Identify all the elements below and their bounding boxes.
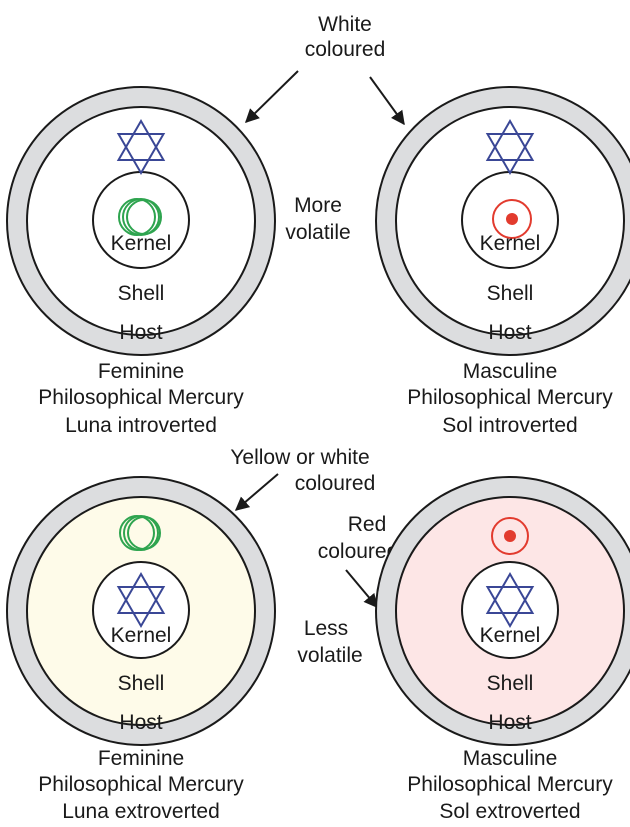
star-of-david-icon <box>485 571 535 629</box>
caption-line-1: Feminine <box>98 360 184 383</box>
host-label: Host <box>488 711 531 734</box>
star-of-david-icon <box>116 571 166 629</box>
luna-crescent-icon <box>119 515 161 551</box>
caption-line-3: Sol extroverted <box>439 800 580 823</box>
caption-line-3: Luna extroverted <box>62 800 220 823</box>
more-volatile-line-1: More <box>294 194 342 217</box>
caption-line-1: Masculine <box>463 360 558 383</box>
caption-line-3: Luna introverted <box>65 414 217 437</box>
host-label: Host <box>488 321 531 344</box>
red-coloured-line-1: Red <box>348 513 387 536</box>
red-coloured-line-2: coloured <box>318 540 399 563</box>
caption-line-2: Philosophical Mercury <box>407 386 613 409</box>
yellow-or-white-line-2: coloured <box>295 472 376 495</box>
kernel-label: Kernel <box>480 624 541 647</box>
shell-label: Shell <box>118 672 165 695</box>
white-coloured-arrow-left <box>245 70 299 123</box>
less-volatile-line-1: Less <box>304 617 348 640</box>
luna-crescent-icon <box>118 198 162 236</box>
caption-line-1: Masculine <box>463 747 558 770</box>
sol-circle-icon <box>491 517 529 555</box>
caption-line-3: Sol introverted <box>442 414 577 437</box>
yellow-or-white-line-1: Yellow or white <box>230 446 369 469</box>
host-label: Host <box>119 711 162 734</box>
shell-label: Shell <box>118 282 165 305</box>
yellow-or-white-coloured-callout: Yellow or white coloured <box>230 446 375 495</box>
less-volatile-label: Less volatile <box>297 617 362 667</box>
kernel-label: Kernel <box>111 232 172 255</box>
less-volatile-line-2: volatile <box>297 644 362 667</box>
kernel-label: Kernel <box>480 232 541 255</box>
mercury-masculine-introverted: Kernel Shell Host Masculine Philosophica… <box>375 86 630 437</box>
white-coloured-line-2: coloured <box>305 38 386 61</box>
red-coloured-callout: Red coloured <box>318 513 399 563</box>
caption-line-2: Philosophical Mercury <box>407 773 613 796</box>
shell-label: Shell <box>487 672 534 695</box>
mercury-masculine-extroverted: Kernel Shell Host Masculine Philosophica… <box>375 476 630 823</box>
sol-circle-icon <box>492 199 532 239</box>
mercury-feminine-introverted: Kernel Shell Host Feminine Philosophical… <box>6 86 276 437</box>
caption-line-2: Philosophical Mercury <box>38 386 244 409</box>
mercury-feminine-extroverted: Kernel Shell Host Feminine Philosophical… <box>6 476 276 823</box>
kernel-label: Kernel <box>111 624 172 647</box>
white-coloured-arrow-right <box>369 76 405 126</box>
caption-line-2: Philosophical Mercury <box>38 773 244 796</box>
caption-line-1: Feminine <box>98 747 184 770</box>
white-coloured-line-1: White <box>318 13 372 36</box>
more-volatile-line-2: volatile <box>285 221 350 244</box>
shell-label: Shell <box>487 282 534 305</box>
star-of-david-icon <box>485 118 535 176</box>
red-coloured-arrow <box>345 569 378 609</box>
star-of-david-icon <box>116 118 166 176</box>
white-coloured-callout: White coloured <box>305 13 386 61</box>
yellow-or-white-arrow <box>234 473 279 511</box>
host-label: Host <box>119 321 162 344</box>
more-volatile-label: More volatile <box>285 194 350 244</box>
